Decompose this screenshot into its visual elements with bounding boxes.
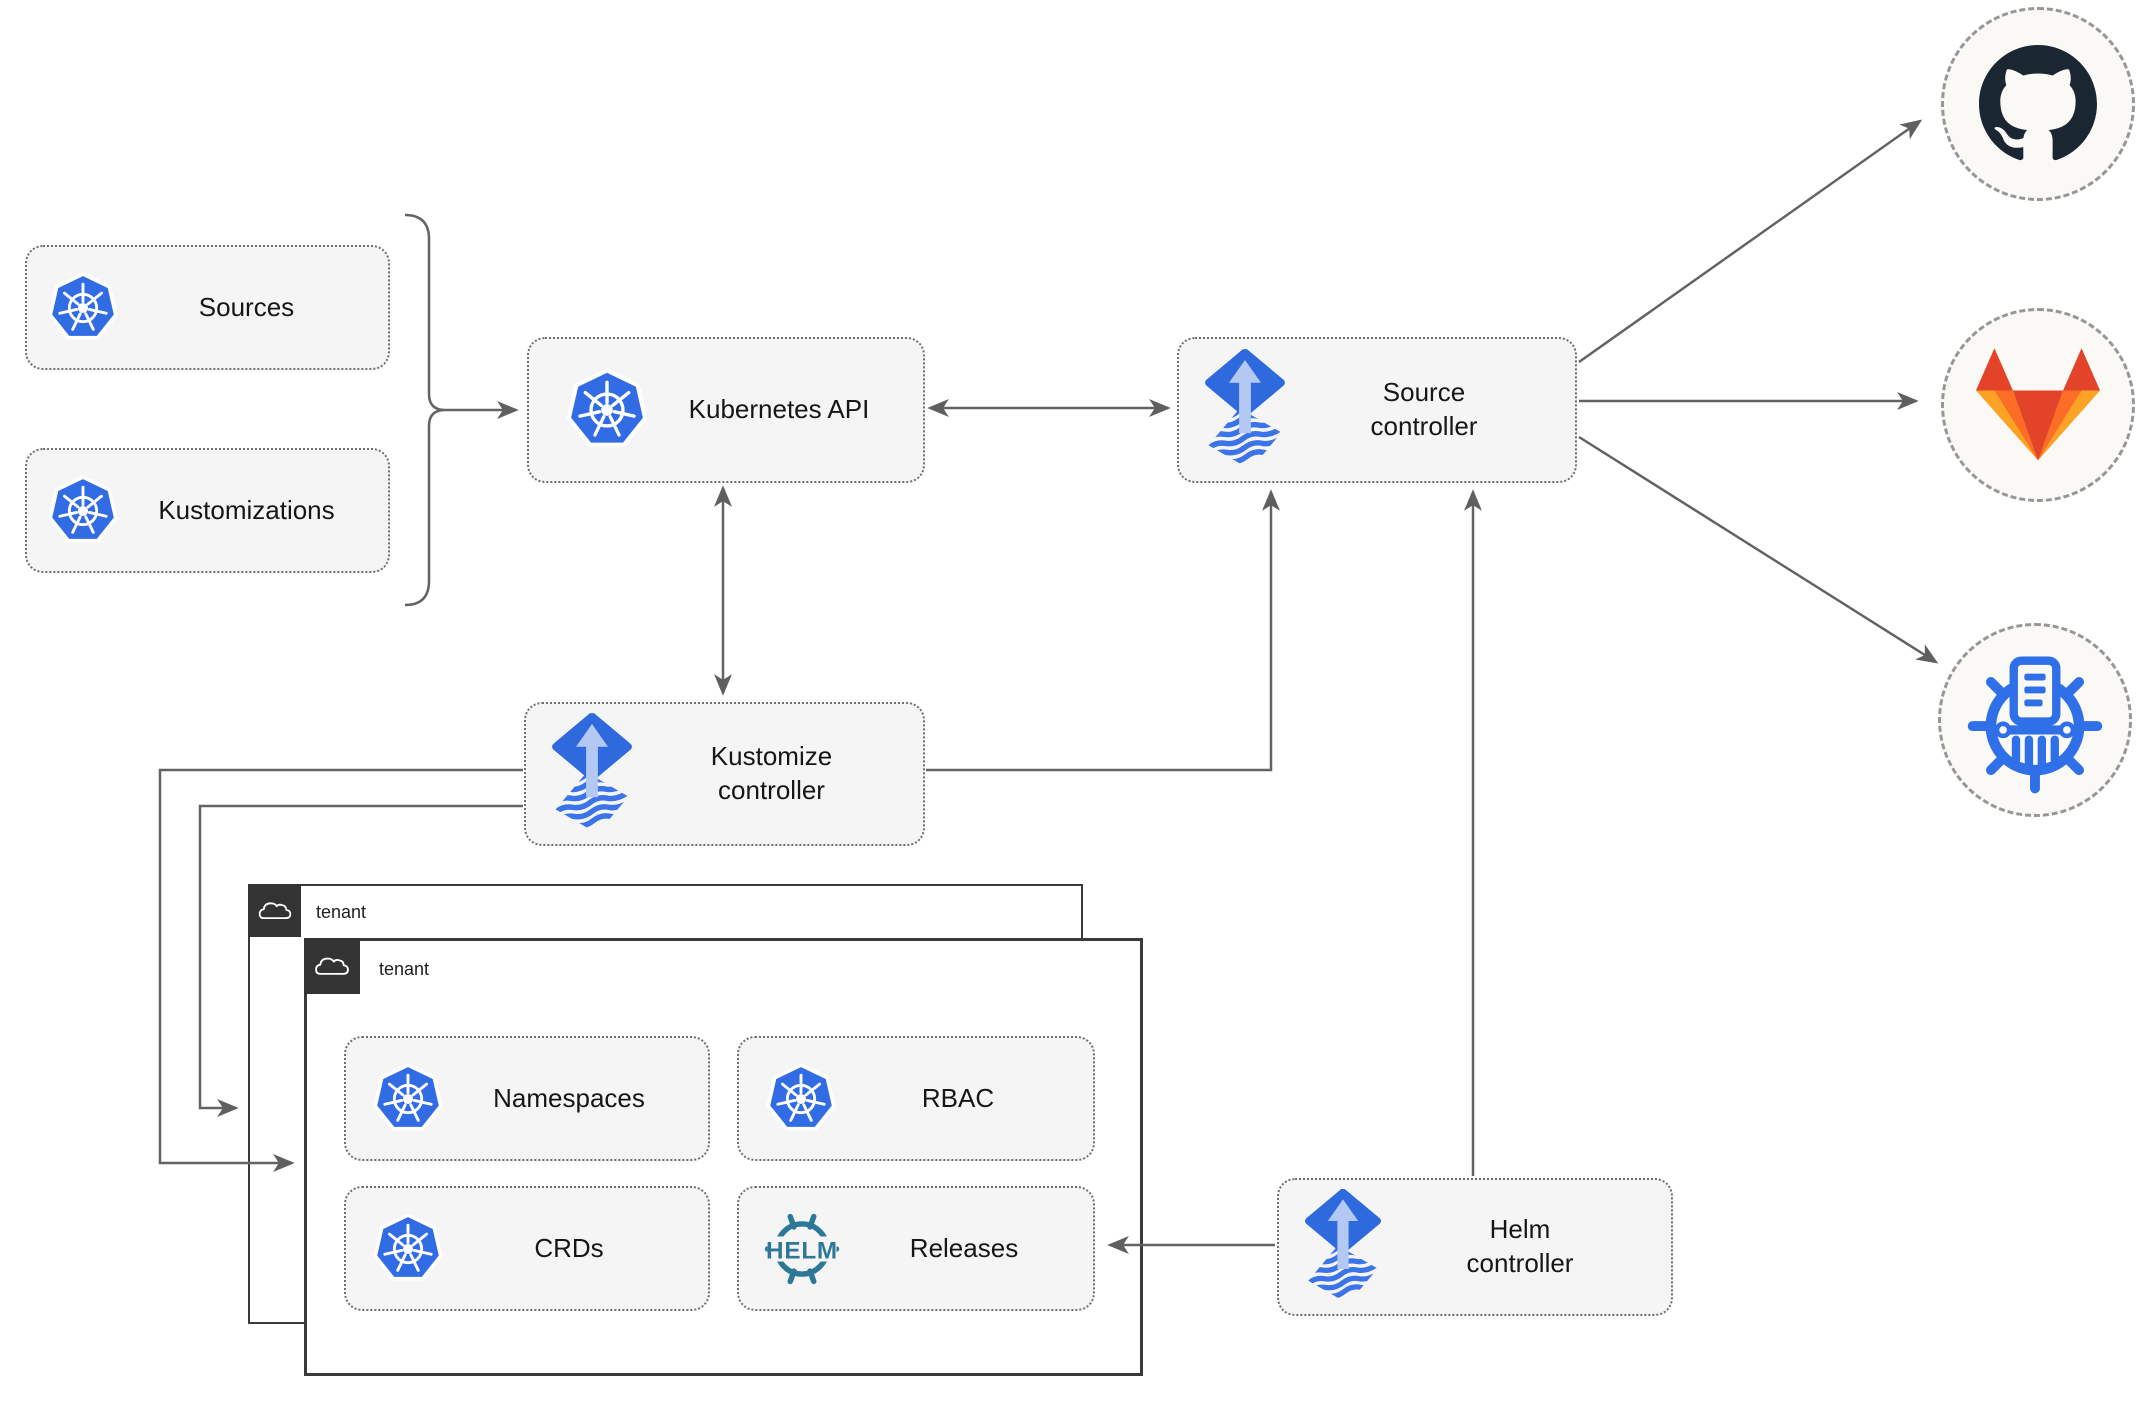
namespaces-node: Namespaces — [344, 1036, 710, 1161]
kubernetes-icon — [372, 1063, 444, 1135]
helm-controller-node: Helm controller — [1277, 1178, 1673, 1316]
node-label: CRDs — [534, 1232, 604, 1263]
helm-icon: HELM — [764, 1213, 840, 1284]
flux-icon — [550, 713, 634, 835]
source-controller-node: Source controller — [1177, 337, 1577, 483]
edge-kustomize-to-source-controller — [926, 489, 1280, 772]
kubernetes-icon — [47, 475, 119, 547]
kustomizations-node: Kustomizations — [25, 448, 390, 573]
node-label: RBAC — [921, 1082, 995, 1113]
github-icon — [1979, 45, 2097, 163]
crds-node: CRDs — [344, 1186, 710, 1311]
sources-node: Sources — [25, 245, 390, 370]
node-label: Kustomize controller — [710, 741, 833, 805]
node-label: Helm controller — [1466, 1214, 1574, 1278]
gitlab-node — [1941, 308, 2135, 502]
rbac-node: RBAC — [737, 1036, 1095, 1161]
node-label: Kustomizations — [158, 494, 335, 525]
cloud-icon — [256, 898, 294, 924]
node-label: Namespaces — [493, 1082, 645, 1113]
tenant-label: tenant — [379, 958, 430, 979]
tenant-badge — [304, 938, 360, 994]
flux-icon — [1203, 349, 1287, 471]
releases-node: HELM Releases — [737, 1186, 1095, 1311]
tenant-label: tenant — [316, 902, 367, 922]
node-label: Releases — [909, 1232, 1019, 1263]
node-label: Sources — [198, 291, 295, 322]
kubernetes-icon — [565, 368, 649, 452]
flux-icon — [1303, 1189, 1383, 1305]
kubernetes-icon — [47, 272, 119, 344]
cloud-icon — [312, 953, 352, 980]
edge-source-to-github — [1578, 119, 1923, 364]
kubernetes-icon — [765, 1063, 837, 1135]
kubernetes-api-node: Kubernetes API — [527, 337, 925, 483]
node-label: Source controller — [1370, 377, 1478, 441]
github-node — [1941, 7, 2135, 201]
kustomize-controller-node: Kustomize controller — [524, 702, 925, 846]
edge-source-to-chartmuseum — [1578, 435, 1939, 664]
helm-logo-text: HELM — [766, 1237, 838, 1264]
gitlab-icon — [1972, 344, 2104, 466]
bracket-sources-kustomizations — [404, 213, 446, 607]
node-label: Kubernetes API — [688, 394, 870, 425]
tenant-badge — [248, 884, 301, 937]
chartmuseum-icon — [1959, 644, 2111, 796]
kubernetes-icon — [372, 1213, 444, 1285]
chartmuseum-node — [1938, 623, 2132, 817]
